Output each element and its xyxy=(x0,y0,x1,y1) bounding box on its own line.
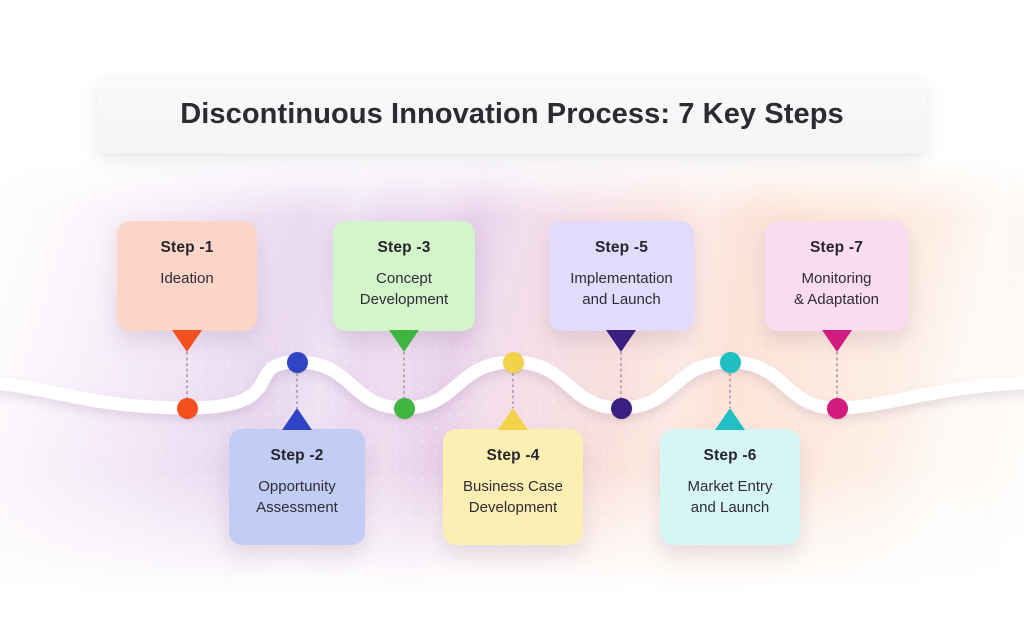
step-pointer-triangle-1 xyxy=(172,330,202,352)
step-number-2: Step -2 xyxy=(270,447,324,464)
background-fade-top xyxy=(0,158,1024,218)
timeline-node-dot-4[interactable] xyxy=(502,351,524,373)
timeline-node-dot-7[interactable] xyxy=(826,397,848,419)
step-number-1: Step -1 xyxy=(160,239,214,256)
step-connector-line-3 xyxy=(403,352,405,408)
step-pointer-triangle-2 xyxy=(282,408,312,430)
step-connector-line-7 xyxy=(836,352,838,408)
step-card-1[interactable]: Step -1 Ideation xyxy=(117,221,257,331)
page-title: Discontinuous Innovation Process: 7 Key … xyxy=(180,98,844,130)
step-connector-line-2 xyxy=(296,362,298,408)
step-number-7: Step -7 xyxy=(809,239,864,256)
timeline-node-dot-3[interactable] xyxy=(393,397,415,419)
step-label-1: Ideation xyxy=(160,270,214,287)
title-banner: Discontinuous Innovation Process: 7 Key … xyxy=(97,75,927,154)
timeline-node-dot-1[interactable] xyxy=(176,397,198,419)
step-number-5: Step -5 xyxy=(594,239,649,256)
step-number-6: Step -6 xyxy=(703,447,757,464)
timeline-node-dot-5[interactable] xyxy=(610,397,632,419)
step-label-7: Monitoring& Adaptation xyxy=(793,270,880,309)
step-number-4: Step -4 xyxy=(486,447,540,464)
timeline-node-dot-6[interactable] xyxy=(719,351,741,373)
step-connector-line-5 xyxy=(620,352,622,408)
step-connector-line-4 xyxy=(512,362,514,408)
step-connector-line-6 xyxy=(729,362,731,408)
step-pointer-triangle-3 xyxy=(389,330,419,352)
step-pointer-triangle-7 xyxy=(822,330,852,352)
step-pointer-triangle-6 xyxy=(715,408,745,430)
timeline-node-dot-2[interactable] xyxy=(286,351,308,373)
step-pointer-triangle-5 xyxy=(606,330,636,352)
step-number-3: Step -3 xyxy=(377,239,431,256)
step-connector-line-1 xyxy=(186,352,188,408)
step-pointer-triangle-4 xyxy=(498,408,528,430)
step-card-7[interactable]: Step -7 Monitoring& Adaptation xyxy=(765,221,908,331)
